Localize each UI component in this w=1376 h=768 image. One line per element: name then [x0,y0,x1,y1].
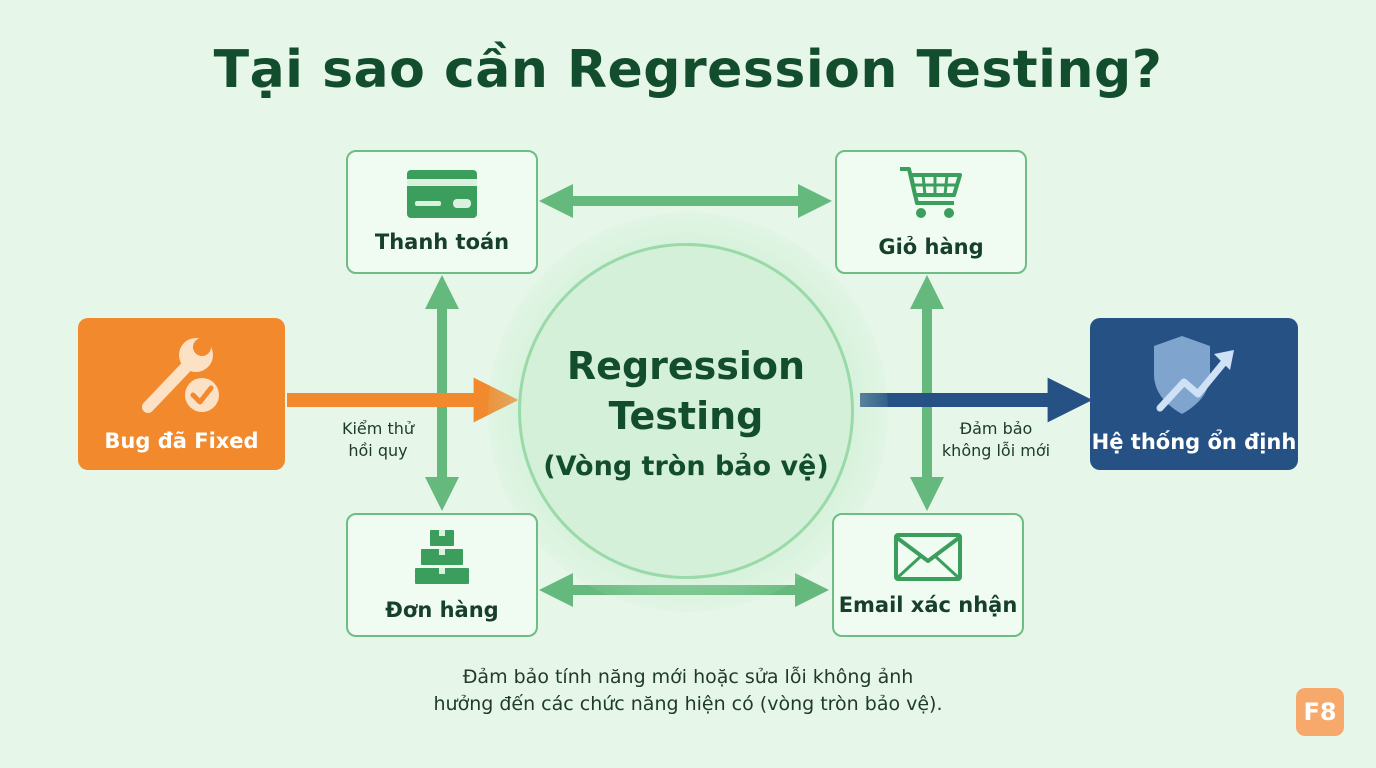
shopping-cart-icon [900,167,962,218]
envelope-icon [894,533,962,581]
stable-system-label: Hệ thống ổn định [1091,430,1297,454]
stable-system-box: Hệ thống ổn định [1090,318,1298,470]
module-cart-label: Giỏ hàng [878,235,984,259]
note-no-new-bugs-line2: không lỗi mới [941,441,1051,460]
page-title: Tại sao cần Regression Testing? [213,40,1163,100]
module-email-label: Email xác nhận [838,593,1018,617]
core-title-line2: Testing [608,393,764,438]
bug-fixed-label: Bug đã Fixed [104,429,259,453]
core-subtitle: (Vòng tròn bảo vệ) [543,450,829,482]
wrench-check-icon [141,338,219,413]
note-regression-line1: Kiểm thử [341,419,414,438]
module-email: Email xác nhận [832,513,1024,637]
footer-line2: hưởng đến các chức năng hiện có (vòng tr… [433,693,943,715]
note-regression: Kiểm thử hồi quy [318,418,438,462]
credit-card-icon [407,170,477,218]
note-no-new-bugs: Đảm bảo không lỗi mới [921,418,1071,462]
bug-fixed-box: Bug đã Fixed [78,318,285,470]
f8-logo: F8 [1296,688,1344,736]
footer-line1: Đảm bảo tính năng mới hoặc sửa lỗi không… [462,666,914,688]
note-regression-line2: hồi quy [348,441,408,460]
module-payment-label: Thanh toán [374,230,510,254]
module-orders-label: Đơn hàng [385,598,499,622]
core-title-line1: Regression [566,343,806,388]
regression-core-circle: Regression Testing (Vòng tròn bảo vệ) [518,243,854,579]
boxes-icon [415,530,469,584]
module-orders: Đơn hàng [346,513,538,637]
module-payment: Thanh toán [346,150,538,274]
shield-growth-icon [1154,336,1234,414]
note-no-new-bugs-line1: Đảm bảo [959,419,1033,438]
footer-caption: Đảm bảo tính năng mới hoặc sửa lỗi không… [388,664,988,718]
module-cart: Giỏ hàng [835,150,1027,274]
